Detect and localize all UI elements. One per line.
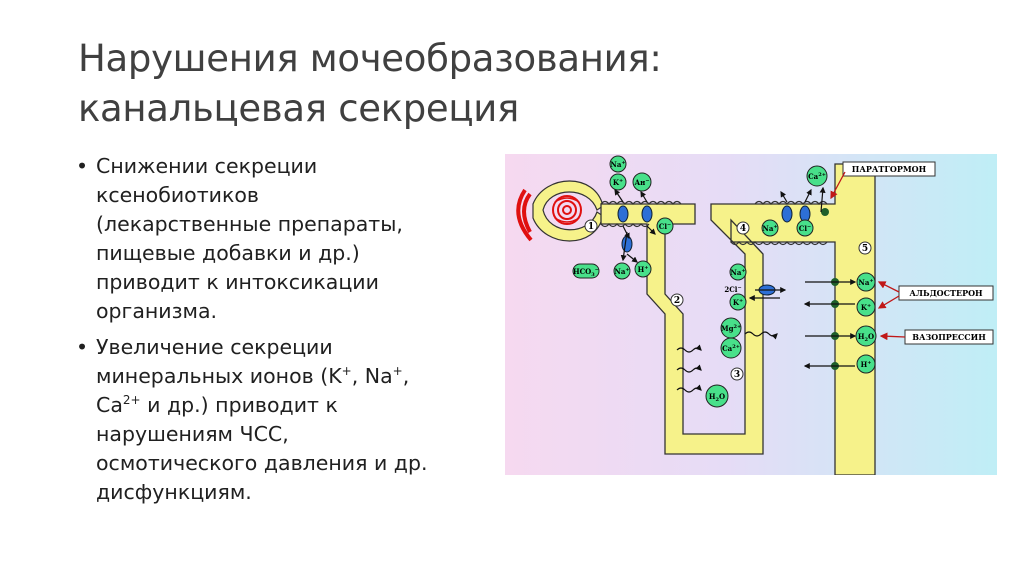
ion-an: Ан− bbox=[634, 178, 649, 187]
transporter bbox=[617, 205, 629, 223]
hormone-parathormone: ПАРАТГОРМОН bbox=[852, 164, 927, 174]
ion-k-2: K+ bbox=[733, 298, 743, 307]
bullet-1-line-2: ксенобиотиков bbox=[96, 183, 259, 207]
ion-na-2: Na+ bbox=[614, 267, 629, 276]
segment-label-3: 3 bbox=[734, 370, 740, 380]
nephron-diagram: 1 2 3 4 5 Na+ K+ Ан− Cl− HCO3− Na+ bbox=[505, 154, 997, 475]
ion-h2o-2: H2O bbox=[858, 332, 874, 343]
segment-labels: 1 2 3 4 5 bbox=[584, 219, 872, 381]
bullet-1-line-4: пищевые добавки и др.) bbox=[96, 241, 360, 265]
bullet-2-line-5: осмотического давления и др. bbox=[96, 451, 428, 475]
text-segment: Ca bbox=[96, 393, 123, 417]
ion-h: H+ bbox=[638, 265, 649, 274]
ion-h-2: H+ bbox=[861, 360, 872, 369]
bullet-item-1: • Снижении секреции ксенобиотиков (лекар… bbox=[76, 152, 476, 326]
title-line-2: канальцевая секреция bbox=[78, 87, 519, 130]
text-segment: , Na bbox=[351, 364, 393, 388]
title-line-1: Нарушения мочеобразования: bbox=[78, 37, 662, 80]
segment-label-2: 2 bbox=[674, 296, 680, 306]
ion-k-3: K+ bbox=[861, 303, 871, 312]
ion-na-5: Na+ bbox=[858, 278, 873, 287]
ion-na: Na+ bbox=[610, 160, 625, 169]
bullet-2-line-1: Увеличение секреции bbox=[96, 335, 333, 359]
ion-ca-2: Ca2+ bbox=[808, 172, 826, 181]
hormone-arrows bbox=[830, 171, 906, 341]
hormone-aldosterone: АЛЬДОСТЕРОН bbox=[909, 288, 983, 298]
slide-title: Нарушения мочеобразования: канальцевая с… bbox=[78, 34, 662, 134]
ion-na-3: Na+ bbox=[730, 268, 745, 277]
superscript: 2+ bbox=[122, 393, 141, 408]
ion-h2o: H2O bbox=[709, 392, 725, 403]
transport-arrows bbox=[614, 186, 857, 369]
nephron-diagram-svg: 1 2 3 4 5 Na+ K+ Ан− Cl− HCO3− Na+ bbox=[505, 154, 997, 475]
bullet-2-line-6: дисфункциям. bbox=[96, 480, 252, 504]
ion-cl-2: Cl− bbox=[799, 224, 811, 233]
bullet-dot: • bbox=[76, 335, 89, 359]
superscript: + bbox=[341, 364, 352, 379]
segment-label-4: 4 bbox=[740, 224, 746, 234]
text-segment: и др.) приводит к bbox=[140, 393, 338, 417]
wavy-arrows bbox=[676, 331, 778, 393]
ion-mg: Mg2+ bbox=[721, 324, 741, 333]
ion-ca: Ca2+ bbox=[722, 344, 740, 353]
bullet-dot: • bbox=[76, 154, 89, 178]
transporter bbox=[641, 205, 653, 223]
ion-na-4: Na+ bbox=[762, 224, 777, 233]
segment-label-1: 1 bbox=[588, 222, 594, 232]
ions: Na+ K+ Ан− Cl− HCO3− Na+ H+ Na+ 2Cl− K+ … bbox=[572, 155, 877, 408]
ion-cl: Cl− bbox=[659, 222, 671, 231]
bullet-2-line-3: Ca2+ и др.) приводит к bbox=[96, 391, 476, 420]
text-segment: , bbox=[402, 364, 410, 388]
transporter bbox=[621, 235, 633, 253]
bullet-1-line-1: Снижении секреции bbox=[96, 154, 318, 178]
bullet-1-line-6: организма. bbox=[96, 299, 218, 323]
hormone-vasopressin: ВАЗОПРЕССИН bbox=[912, 332, 986, 342]
segment-label-5: 5 bbox=[862, 244, 868, 254]
ion-hco3: HCO3− bbox=[573, 267, 599, 278]
bullet-list: • Снижении секреции ксенобиотиков (лекар… bbox=[76, 152, 476, 514]
bullet-2-line-2: минеральных ионов (K+, Na+, bbox=[96, 362, 476, 391]
bullet-1-line-5: приводит к интоксикации bbox=[96, 270, 379, 294]
bullet-2-line-4: нарушениям ЧСС, bbox=[96, 422, 289, 446]
hormone-labels: ПАРАТГОРМОН АЛЬДОСТЕРОН ВАЗОПРЕССИН bbox=[842, 161, 994, 345]
transporter bbox=[781, 205, 793, 223]
ion-2cl: 2Cl− bbox=[724, 285, 741, 294]
superscript: + bbox=[392, 364, 403, 379]
bullet-1-line-3: (лекарственные препараты, bbox=[96, 212, 403, 236]
text-segment: минеральных ионов (K bbox=[96, 364, 342, 388]
ion-k: K+ bbox=[613, 178, 623, 187]
bullet-item-2: • Увеличение секреции минеральных ионов … bbox=[76, 333, 476, 507]
